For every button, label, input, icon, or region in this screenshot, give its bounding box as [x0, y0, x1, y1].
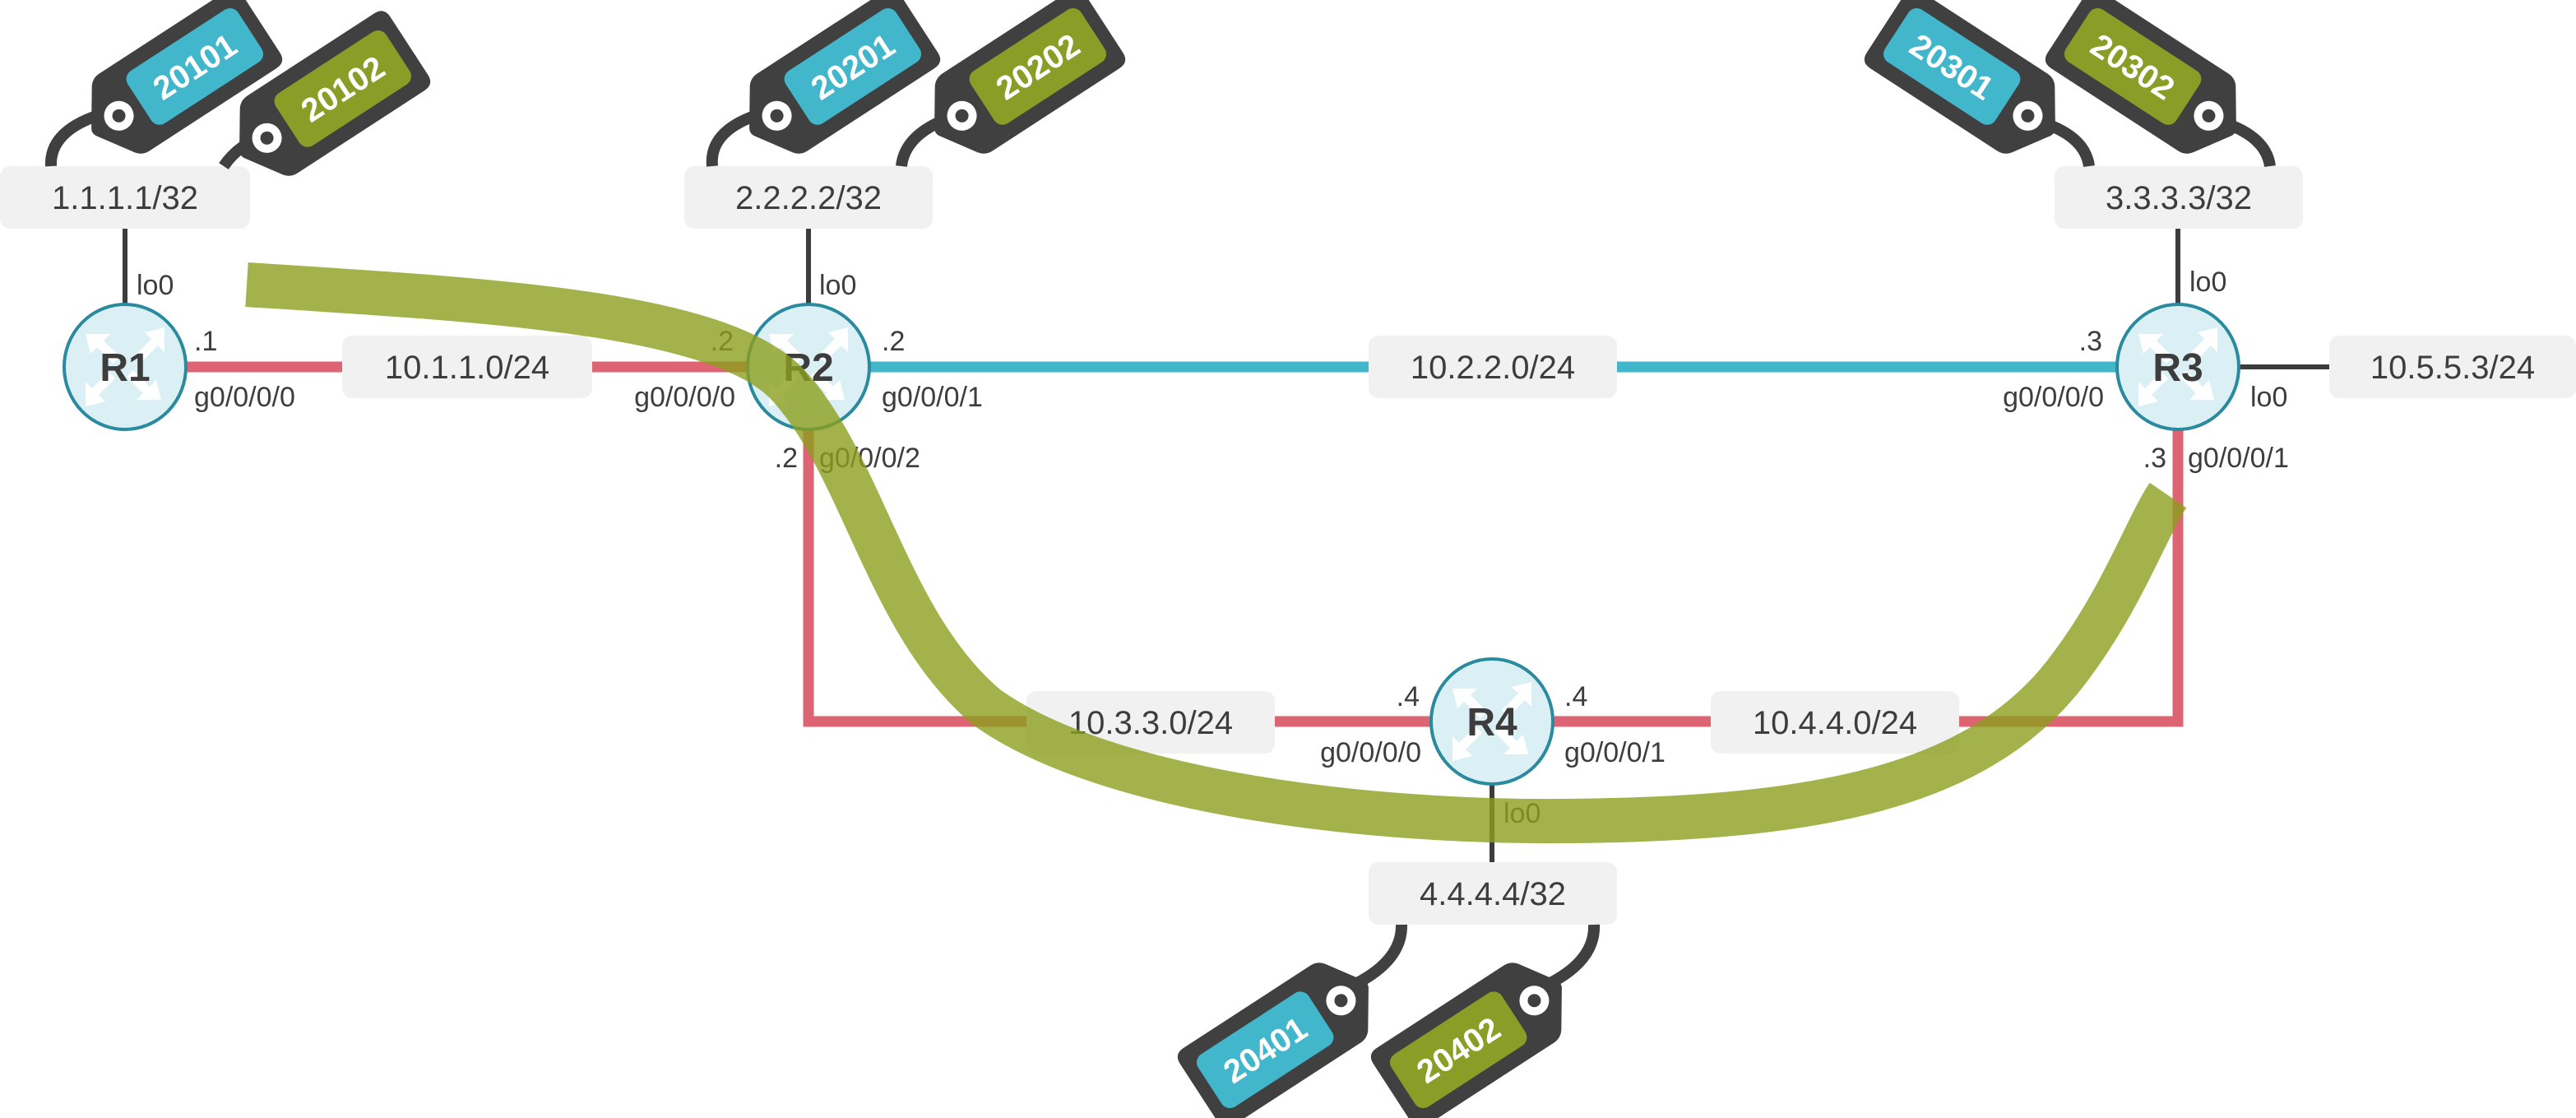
svg-text:R4: R4 — [1466, 701, 1517, 745]
loopback-r2: 2.2.2.2/32 — [684, 166, 933, 229]
sid-tag-r3-a: 20301 — [1860, 0, 2079, 172]
r1-g0-name: g0/0/0/0 — [194, 382, 295, 413]
tag-string — [706, 109, 759, 167]
sid-tag-r1-a: 20101 — [67, 0, 286, 172]
r3-lo0-right-label: lo0 — [2250, 382, 2287, 413]
r3-lo0-top-label: lo0 — [2189, 267, 2226, 298]
svg-text:10.3.3.0/24: 10.3.3.0/24 — [1068, 705, 1233, 741]
r2-lo0-label: lo0 — [819, 270, 856, 301]
r2-g2-host: .2 — [775, 443, 798, 474]
sid-tag-r2-a: 20201 — [725, 0, 944, 172]
svg-text:10.4.4.0/24: 10.4.4.0/24 — [1753, 705, 1917, 741]
sid-tag-r1-b: 20102 — [215, 7, 434, 194]
r1-g0-host: .1 — [194, 326, 217, 357]
svg-text:10.1.1.0/24: 10.1.1.0/24 — [385, 350, 549, 386]
r1-lo0-label: lo0 — [137, 270, 174, 301]
loopback-r4: 4.4.4.4/32 — [1369, 862, 1617, 925]
subnet-r3-r4: 10.4.4.0/24 — [1711, 691, 1959, 754]
svg-text:R1: R1 — [100, 346, 150, 390]
loopback-r1: 1.1.1.1/32 — [0, 166, 250, 229]
r3-g1-host: .3 — [2143, 443, 2166, 474]
tag-string — [44, 109, 101, 167]
svg-text:1.1.1.1/32: 1.1.1.1/32 — [52, 180, 198, 216]
r3-g1-name: g0/0/0/1 — [2188, 443, 2289, 474]
r4-g1-host: .4 — [1564, 681, 1587, 712]
r3-g0-host: .3 — [2079, 326, 2102, 357]
subnet-r2-r3: 10.2.2.0/24 — [1369, 336, 1617, 398]
sid-tag-r4-a: 20401 — [1174, 944, 1392, 1118]
loopback-r3: 3.3.3.3/32 — [2055, 166, 2303, 229]
r3-g0-name: g0/0/0/0 — [2003, 382, 2104, 413]
r2-g1-name: g0/0/0/1 — [882, 382, 983, 413]
sid-tag-r2-b: 20202 — [910, 0, 1129, 172]
svg-text:2.2.2.2/32: 2.2.2.2/32 — [735, 180, 882, 216]
subnet-r1-r2: 10.1.1.0/24 — [342, 336, 592, 398]
svg-text:4.4.4.4/32: 4.4.4.4/32 — [1420, 876, 1566, 912]
router-r3[interactable]: R3 — [2115, 303, 2240, 431]
r2-g0-name: g0/0/0/0 — [634, 382, 735, 413]
router-r4[interactable]: R4 — [1429, 657, 1554, 786]
r4-g0-host: .4 — [1397, 681, 1420, 712]
r2-g1-host: .2 — [882, 326, 905, 357]
svg-text:R3: R3 — [2152, 346, 2203, 390]
r4-g1-name: g0/0/0/1 — [1564, 737, 1666, 768]
r4-g0-name: g0/0/0/0 — [1320, 737, 1421, 768]
sr-path-overlay — [245, 262, 2187, 844]
svg-text:3.3.3.3/32: 3.3.3.3/32 — [2106, 180, 2252, 216]
svg-text:10.2.2.0/24: 10.2.2.0/24 — [1411, 350, 1575, 386]
sid-tag-r4-b: 20402 — [1367, 944, 1586, 1118]
router-r1[interactable]: R1 — [63, 303, 188, 431]
sid-tag-r3-b: 20302 — [2041, 0, 2260, 172]
svg-text:10.5.5.3/24: 10.5.5.3/24 — [2370, 350, 2535, 386]
loopback-r3-extra: 10.5.5.3/24 — [2329, 336, 2576, 398]
